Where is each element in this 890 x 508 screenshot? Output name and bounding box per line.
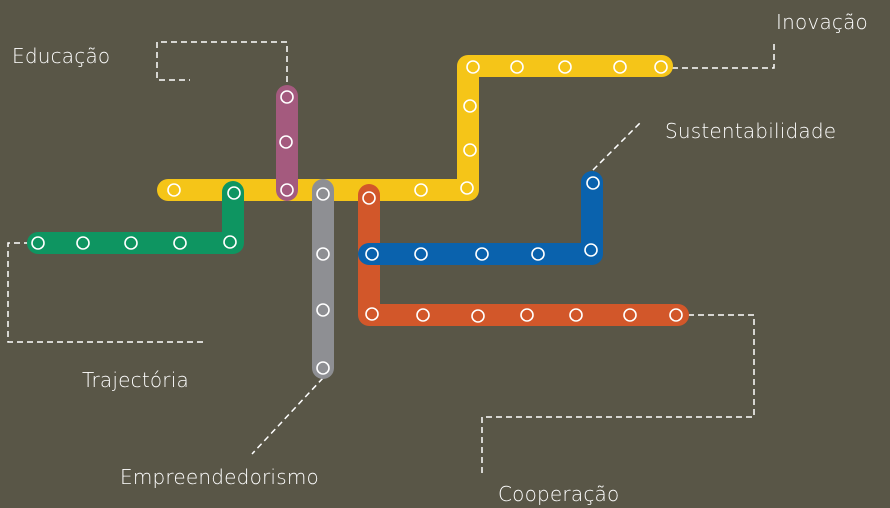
station-sustentabilidade — [414, 247, 428, 261]
station-educacao — [279, 135, 293, 149]
station-sustentabilidade — [475, 247, 489, 261]
station-sustentabilidade — [531, 247, 545, 261]
line-sustentabilidade-track — [358, 171, 603, 265]
line-trajectoria-track — [27, 181, 244, 254]
station-cooperacao — [520, 308, 534, 322]
station-inovacao — [414, 183, 428, 197]
label-educacao: Educação — [12, 44, 111, 68]
station-cooperacao — [669, 308, 683, 322]
label-cooperacao: Cooperação — [498, 482, 620, 506]
station-empreendedorismo — [316, 303, 330, 317]
connector-educacao — [156, 41, 288, 92]
connector-empreendedorismo — [251, 377, 324, 455]
station-trajectoria — [227, 186, 241, 200]
station-cooperacao — [362, 191, 376, 205]
station-cooperacao — [569, 308, 583, 322]
station-trajectoria — [31, 236, 45, 250]
station-inovacao — [613, 60, 627, 74]
stations-group — [31, 60, 683, 375]
station-cooperacao — [365, 307, 379, 321]
connector-group — [7, 40, 775, 475]
lines-group — [27, 55, 689, 379]
station-empreendedorismo — [316, 247, 330, 261]
station-empreendedorismo — [316, 187, 330, 201]
connector-cooperacao — [481, 314, 755, 475]
label-empreendedorismo: Empreendedorismo — [120, 465, 319, 489]
station-sustentabilidade — [365, 247, 379, 261]
label-sustentabilidade: Sustentabilidade — [665, 119, 837, 143]
line-cooperacao-track — [358, 184, 689, 326]
label-trajectoria: Trajectória — [82, 368, 189, 392]
label-inovacao: Inovação — [776, 10, 868, 34]
station-trajectoria — [124, 236, 138, 250]
station-inovacao — [460, 181, 474, 195]
station-trajectoria — [76, 236, 90, 250]
station-cooperacao — [416, 308, 430, 322]
station-inovacao — [510, 60, 524, 74]
connector-sustentabilidade — [592, 122, 641, 171]
station-sustentabilidade — [584, 243, 598, 257]
station-educacao — [280, 90, 294, 104]
connector-trajectoria — [7, 242, 205, 343]
station-empreendedorismo — [316, 361, 330, 375]
station-inovacao — [654, 60, 668, 74]
connector-inovacao — [672, 40, 775, 69]
station-inovacao — [463, 99, 477, 113]
station-trajectoria — [223, 235, 237, 249]
line-inovacao-track — [157, 55, 673, 201]
station-cooperacao — [471, 309, 485, 323]
station-sustentabilidade — [586, 176, 600, 190]
station-trajectoria — [173, 236, 187, 250]
station-inovacao — [167, 183, 181, 197]
station-inovacao — [558, 60, 572, 74]
station-cooperacao — [623, 308, 637, 322]
station-inovacao — [463, 143, 477, 157]
station-educacao — [280, 183, 294, 197]
station-inovacao — [466, 60, 480, 74]
